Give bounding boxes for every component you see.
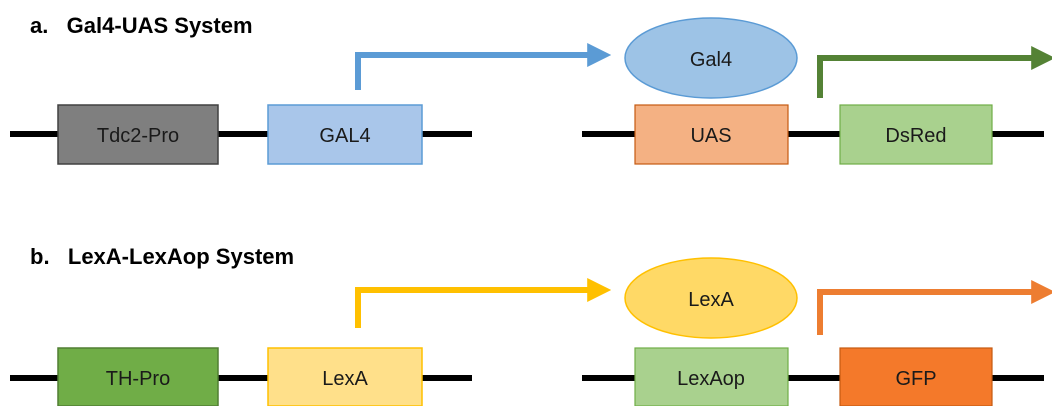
gfp-transcription-arrow: [817, 280, 1052, 335]
lexa-gene-box: [267, 347, 423, 406]
lexa-expression-arrow: [355, 278, 612, 328]
th-pro-label: TH-Pro: [106, 368, 170, 390]
gfp-reporter-box: [839, 347, 993, 406]
lexa-protein-label: LexA: [688, 289, 734, 311]
dsred-label: DsRed: [885, 125, 946, 147]
lexaop-label: LexAop: [677, 368, 745, 390]
panel-a-title: a. Gal4-UAS System: [30, 13, 253, 38]
panel-a-gal4-uas: a. Gal4-UAS System Tdc2-Pro GAL4 Gal4 UA…: [10, 13, 1052, 165]
dsred-reporter-box: [839, 104, 993, 165]
gfp-label: GFP: [895, 368, 936, 390]
lexaop-box: [634, 347, 789, 406]
uas-box: [634, 104, 789, 165]
uas-label: UAS: [690, 125, 731, 147]
gal4-gene-label: GAL4: [319, 125, 370, 147]
tdc2-pro-promoter-box: [57, 104, 219, 165]
panel-b-lexa-lexaop: b. LexA-LexAop System TH-Pro LexA LexA L…: [10, 244, 1052, 406]
th-pro-promoter-box: [57, 347, 219, 406]
panel-b-title: b. LexA-LexAop System: [30, 244, 294, 269]
gal4-expression-arrow: [355, 43, 612, 90]
gal4-protein-ellipse: [624, 17, 798, 99]
tdc2-pro-label: Tdc2-Pro: [97, 125, 179, 147]
dsred-transcription-arrow: [817, 46, 1052, 98]
gal4-protein-label: Gal4: [690, 49, 732, 71]
gal4-gene-box: [267, 104, 423, 165]
lexa-protein-ellipse: [624, 257, 798, 339]
lexa-gene-label: LexA: [322, 368, 368, 390]
